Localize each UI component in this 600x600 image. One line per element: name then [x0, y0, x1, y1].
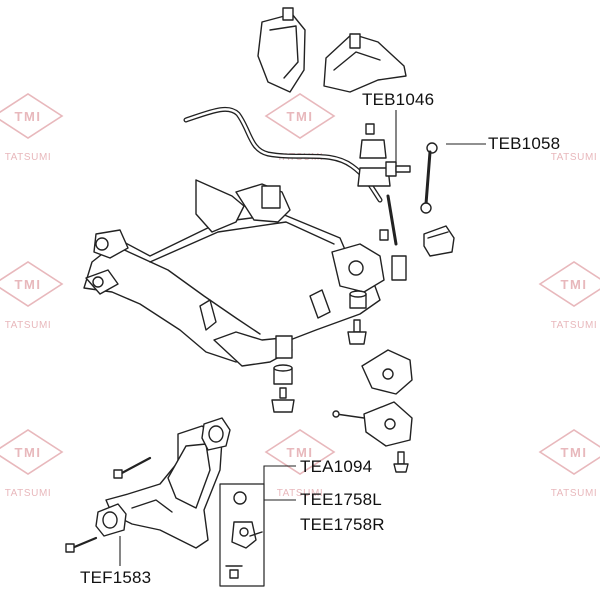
watermark-logo: [0, 93, 64, 139]
lower-arm-front-bushing: [95, 503, 127, 537]
ball-joint-kit-box: [219, 483, 265, 587]
stabilizer-bar-inner: [184, 108, 382, 202]
lower-arm-bolt: [65, 456, 152, 553]
parts-drawing: [65, 7, 455, 587]
subframe-mount-bolt: [347, 319, 367, 345]
watermark-tatsumi-text: TATSUMI: [551, 152, 598, 163]
watermark-logo: [538, 429, 600, 475]
subframe-mount-bushing: [273, 364, 293, 385]
stabilizer-link: [379, 142, 438, 246]
watermark-logo: [0, 261, 64, 307]
stabilizer-bushing: [357, 123, 411, 187]
leader-tea1094: [263, 465, 296, 484]
subframe-mount-bushing: [349, 290, 367, 309]
watermark-logo: [0, 429, 64, 475]
leader-lines: [119, 110, 486, 566]
watermark-logo: [264, 93, 336, 139]
watermark-tmi-text: TMI: [15, 445, 42, 460]
lower-arm-rear-bushing: [201, 417, 231, 451]
watermark-tmi-text: TMI: [287, 445, 314, 460]
front-subframe: [83, 179, 407, 367]
subframe-mount-bolt: [271, 387, 295, 413]
watermark-tmi-text: TMI: [561, 277, 588, 292]
callout-tef1583: TEF1583: [80, 568, 152, 587]
watermark-logo: [538, 261, 600, 307]
watermark-tmi-text: TMI: [561, 445, 588, 460]
watermark-tatsumi-text: TATSUMI: [551, 320, 598, 331]
upper-mount-bracket-right: [323, 33, 407, 93]
watermark-tatsumi-text: TATSUMI: [551, 488, 598, 499]
watermark-tmi-text: TMI: [15, 277, 42, 292]
callout-tea1094: TEA1094: [300, 457, 373, 476]
callout-tee1758l: TEE1758L: [300, 490, 382, 509]
ball-joint: [231, 491, 263, 549]
rubber-pad: [423, 225, 455, 257]
watermark-tatsumi-text: TATSUMI: [5, 320, 52, 331]
lower-control-arm: [105, 425, 223, 549]
upper-mount-bracket-left: [257, 7, 306, 93]
watermark-tmi-text: TMI: [15, 109, 42, 124]
engine-mount-bolt: [393, 451, 409, 473]
watermark-tatsumi-text: TATSUMI: [5, 488, 52, 499]
callout-tee1758r: TEE1758R: [300, 515, 385, 534]
watermark-tatsumi-text: TATSUMI: [277, 488, 324, 499]
watermark-text-layer: TMI TATSUMI TMI TATSUMI TMI TATSUMI TMI …: [5, 109, 598, 499]
engine-mount-bracket-upper: [361, 349, 413, 395]
ball-joint-bolt: [225, 565, 243, 579]
watermark-tatsumi-text: TATSUMI: [5, 152, 52, 163]
callout-teb1046: TEB1046: [362, 90, 435, 109]
watermark-logo: [264, 429, 336, 475]
engine-mount-bracket-lower: [332, 401, 413, 447]
watermark-tmi-text: TMI: [287, 109, 314, 124]
callout-teb1058: TEB1058: [488, 134, 561, 153]
